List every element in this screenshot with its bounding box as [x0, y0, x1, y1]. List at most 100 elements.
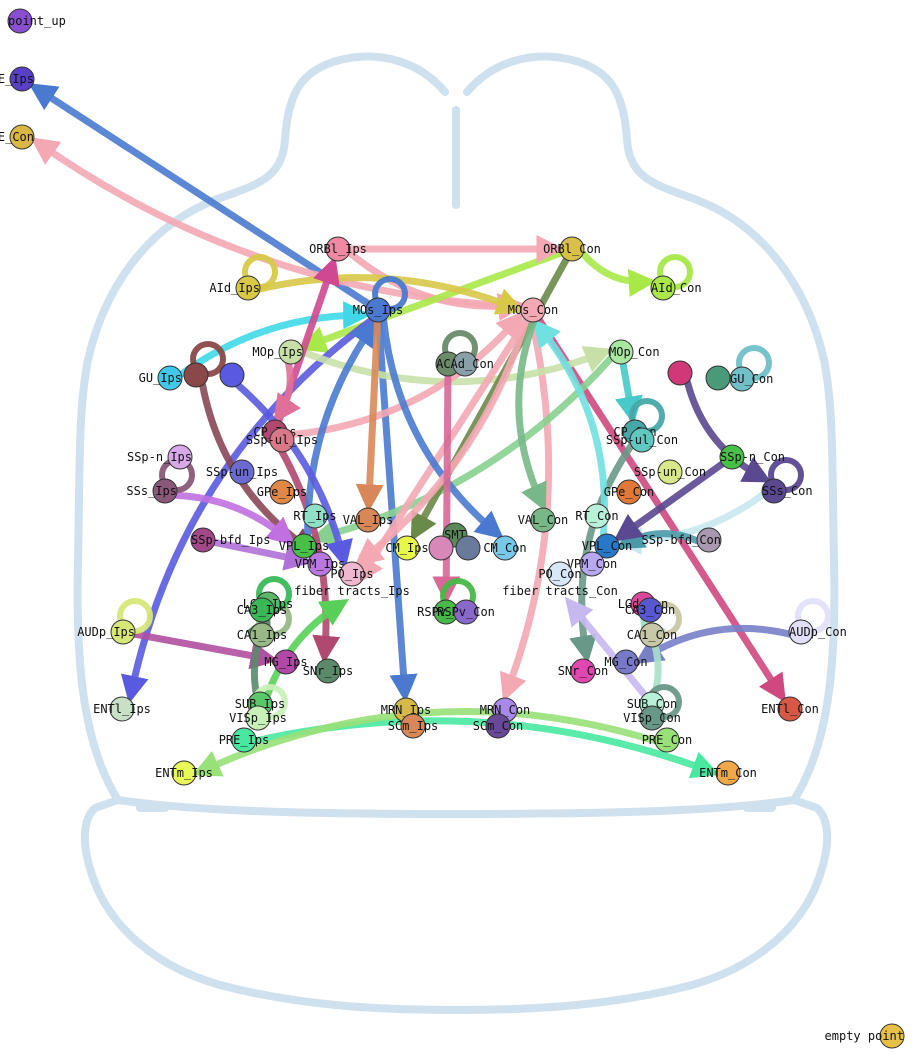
node-SSp_n_Con[interactable]: SSp-n_Con	[719, 444, 785, 470]
node-PO_Con[interactable]: PO_Con	[538, 561, 582, 587]
node-VPM_Ips[interactable]: VPM_Ips	[295, 551, 346, 577]
node-fiber_Con[interactable]: fiber tracts_Con	[502, 584, 618, 598]
node-CA3_Con[interactable]: CA3_Con	[625, 597, 676, 623]
node-ENTm_Con[interactable]: ENTm_Con	[699, 760, 757, 786]
edge-MOs_Ips-to-VAL_Ips	[355, 318, 384, 513]
node-MOs_Ips[interactable]: MOs_Ips	[353, 297, 404, 323]
node-SSp_un_Con[interactable]: SSp-un_Con	[634, 459, 706, 485]
node-ENTm_Ips[interactable]: ENTm_Ips	[155, 760, 213, 786]
node-SSp_bfd_Ips[interactable]: SSp-bfd_Ips	[190, 527, 270, 553]
node-SSp_n_Ips[interactable]: SSp-n_Ips	[127, 444, 193, 470]
node-PRE_Ips[interactable]: PRE_Ips	[219, 727, 270, 753]
node-ME_Ips[interactable]: ME_Ips	[0, 66, 35, 92]
node-RSPv_Con[interactable]: RSPv_Con	[437, 599, 495, 625]
node-SSp_tr_Ips[interactable]	[219, 362, 245, 388]
node-label: SSp-bfd_Ips	[191, 533, 270, 547]
node-CM_Ips[interactable]: CM_Ips	[385, 535, 429, 561]
node-CA1_Con[interactable]: CA1_Con	[627, 622, 678, 648]
node-CLA_Con[interactable]	[667, 360, 693, 386]
node-label: ME_Ips	[0, 72, 34, 86]
node-circle	[613, 649, 639, 675]
node-PF_Ips[interactable]	[428, 535, 454, 561]
node-circle	[559, 236, 585, 262]
edge-MOs_Ips-to-CM_Con	[380, 317, 504, 540]
node-label: SSp-ul_Ips	[246, 433, 318, 447]
node-AUDp_Con[interactable]: AUDp_Con	[788, 619, 847, 645]
node-SSs_Ips[interactable]: SSs_Ips	[126, 478, 178, 504]
node-SNr_Con[interactable]: SNr_Con	[558, 658, 609, 684]
node-empty_point[interactable]: empty point	[825, 1023, 905, 1049]
node-MRN_Ips[interactable]: MRN_Ips	[381, 697, 432, 723]
node-circle	[485, 713, 511, 739]
node-SCm_Ips[interactable]: SCm_Ips	[388, 713, 439, 739]
node-SCm_Con[interactable]: SCm_Con	[473, 713, 524, 739]
node-VAL_Con[interactable]: VAL_Con	[518, 507, 569, 533]
edge-ORBl_Con-to-AId_Con	[579, 250, 657, 297]
node-label: RT_Ips	[293, 509, 336, 523]
node-AId_Con[interactable]: AId_Con	[650, 275, 702, 301]
node-MG_Ips[interactable]: MG_Ips	[264, 649, 308, 675]
edge-ORBl_Con-to-MOp_Ips	[298, 249, 565, 353]
edge-MOs_Ips-to-ME_Ips	[28, 83, 372, 307]
edge-ACAd_Ips-to-RSPv_Ips	[432, 372, 461, 605]
node-CM_Con[interactable]: CM_Con	[483, 535, 527, 561]
node-VISp_Con[interactable]: VISp_Con	[623, 705, 681, 731]
node-AId_Ips[interactable]: AId_Ips	[209, 275, 261, 301]
node-CA1_Ips[interactable]: CA1_Ips	[237, 622, 288, 648]
node-GU_Ips[interactable]: GU_Ips	[139, 365, 183, 391]
node-MD_Ips[interactable]	[455, 535, 481, 561]
node-VPL_Ips[interactable]: VPL_Ips	[279, 533, 330, 559]
node-SSp_un_Ips[interactable]: SSp-un_Ips	[206, 459, 278, 485]
node-MOp_Con[interactable]: MOp_Con	[608, 339, 660, 365]
node-circle	[547, 561, 573, 587]
node-ACAd_Con[interactable]: ACAd_Con	[436, 351, 494, 377]
node-PO_Ips[interactable]: PO_Ips	[330, 561, 374, 587]
node-label: SCm_Con	[473, 719, 524, 733]
node-ENTl_Con[interactable]: ENTl_Con	[761, 696, 819, 722]
node-MOs_Con[interactable]: MOs_Con	[508, 297, 559, 323]
node-fiber_Ips[interactable]: fiber tracts_Ips	[294, 584, 410, 598]
node-label: SSs_Con	[762, 484, 813, 498]
node-label: SSs_Ips	[126, 484, 177, 498]
node-label: MRN_Con	[480, 703, 531, 717]
node-point_up[interactable]: point_up	[7, 8, 66, 34]
edge-SSp_bfd_Con-to-VPL_Con	[615, 523, 701, 550]
node-GPe_Con[interactable]: GPe_Con	[604, 479, 655, 505]
node-VPL_Con[interactable]: VPL_Con	[582, 533, 633, 559]
node-circle	[777, 696, 803, 722]
node-circle	[570, 658, 596, 684]
node-GPe_Ips[interactable]: GPe_Ips	[257, 479, 308, 505]
node-SNr_Ips[interactable]: SNr_Ips	[303, 658, 354, 684]
node-PRE_Con[interactable]: PRE_Con	[642, 727, 693, 753]
node-VISp_Ips[interactable]: VISp_Ips	[229, 705, 287, 731]
node-label: SSp-n_Ips	[127, 450, 192, 464]
node-circle	[157, 365, 183, 391]
node-SSp_m_Ips[interactable]	[183, 362, 209, 388]
node-SSp_ul_Ips[interactable]: SSp-ul_Ips	[246, 427, 318, 453]
node-ORBl_Ips[interactable]: ORBl_Ips	[309, 236, 367, 262]
node-VPM_Con[interactable]: VPM_Con	[567, 551, 618, 577]
node-circle	[879, 1023, 905, 1049]
node-SSp_ul_Con[interactable]: SSp-ul_Con	[606, 427, 678, 453]
node-RT_Ips[interactable]: RT_Ips	[293, 503, 337, 529]
node-RT_Con[interactable]: RT_Con	[575, 503, 619, 529]
node-label: PO_Ips	[330, 567, 373, 581]
node-SSp_m_Con[interactable]	[705, 365, 731, 391]
node-GU_Con[interactable]: GU_Con	[729, 366, 773, 392]
edge-CP_Ips-to-SNr_Ips	[274, 440, 341, 664]
node-MG_Con[interactable]: MG_Con	[604, 649, 648, 675]
node-SSs_Con[interactable]: SSs_Con	[761, 478, 813, 504]
node-MOp_Ips[interactable]: MOp_Ips	[252, 339, 304, 365]
node-VAL_Ips[interactable]: VAL_Ips	[343, 507, 394, 533]
node-ME_Con[interactable]: ME_Con	[0, 124, 35, 150]
node-SSp_bfd_Con[interactable]: SSp-bfd_Con	[642, 527, 722, 553]
node-label: ENTm_Ips	[155, 766, 213, 780]
node-ENTl_Ips[interactable]: ENTl_Ips	[93, 696, 151, 722]
node-ORBl_Con[interactable]: ORBl_Con	[543, 236, 601, 262]
node-circle	[729, 366, 755, 392]
node-CA3_Ips[interactable]: CA3_Ips	[237, 597, 288, 623]
node-circle	[394, 535, 420, 561]
node-circle	[616, 479, 642, 505]
node-AUDp_Ips[interactable]: AUDp_Ips	[77, 619, 136, 645]
